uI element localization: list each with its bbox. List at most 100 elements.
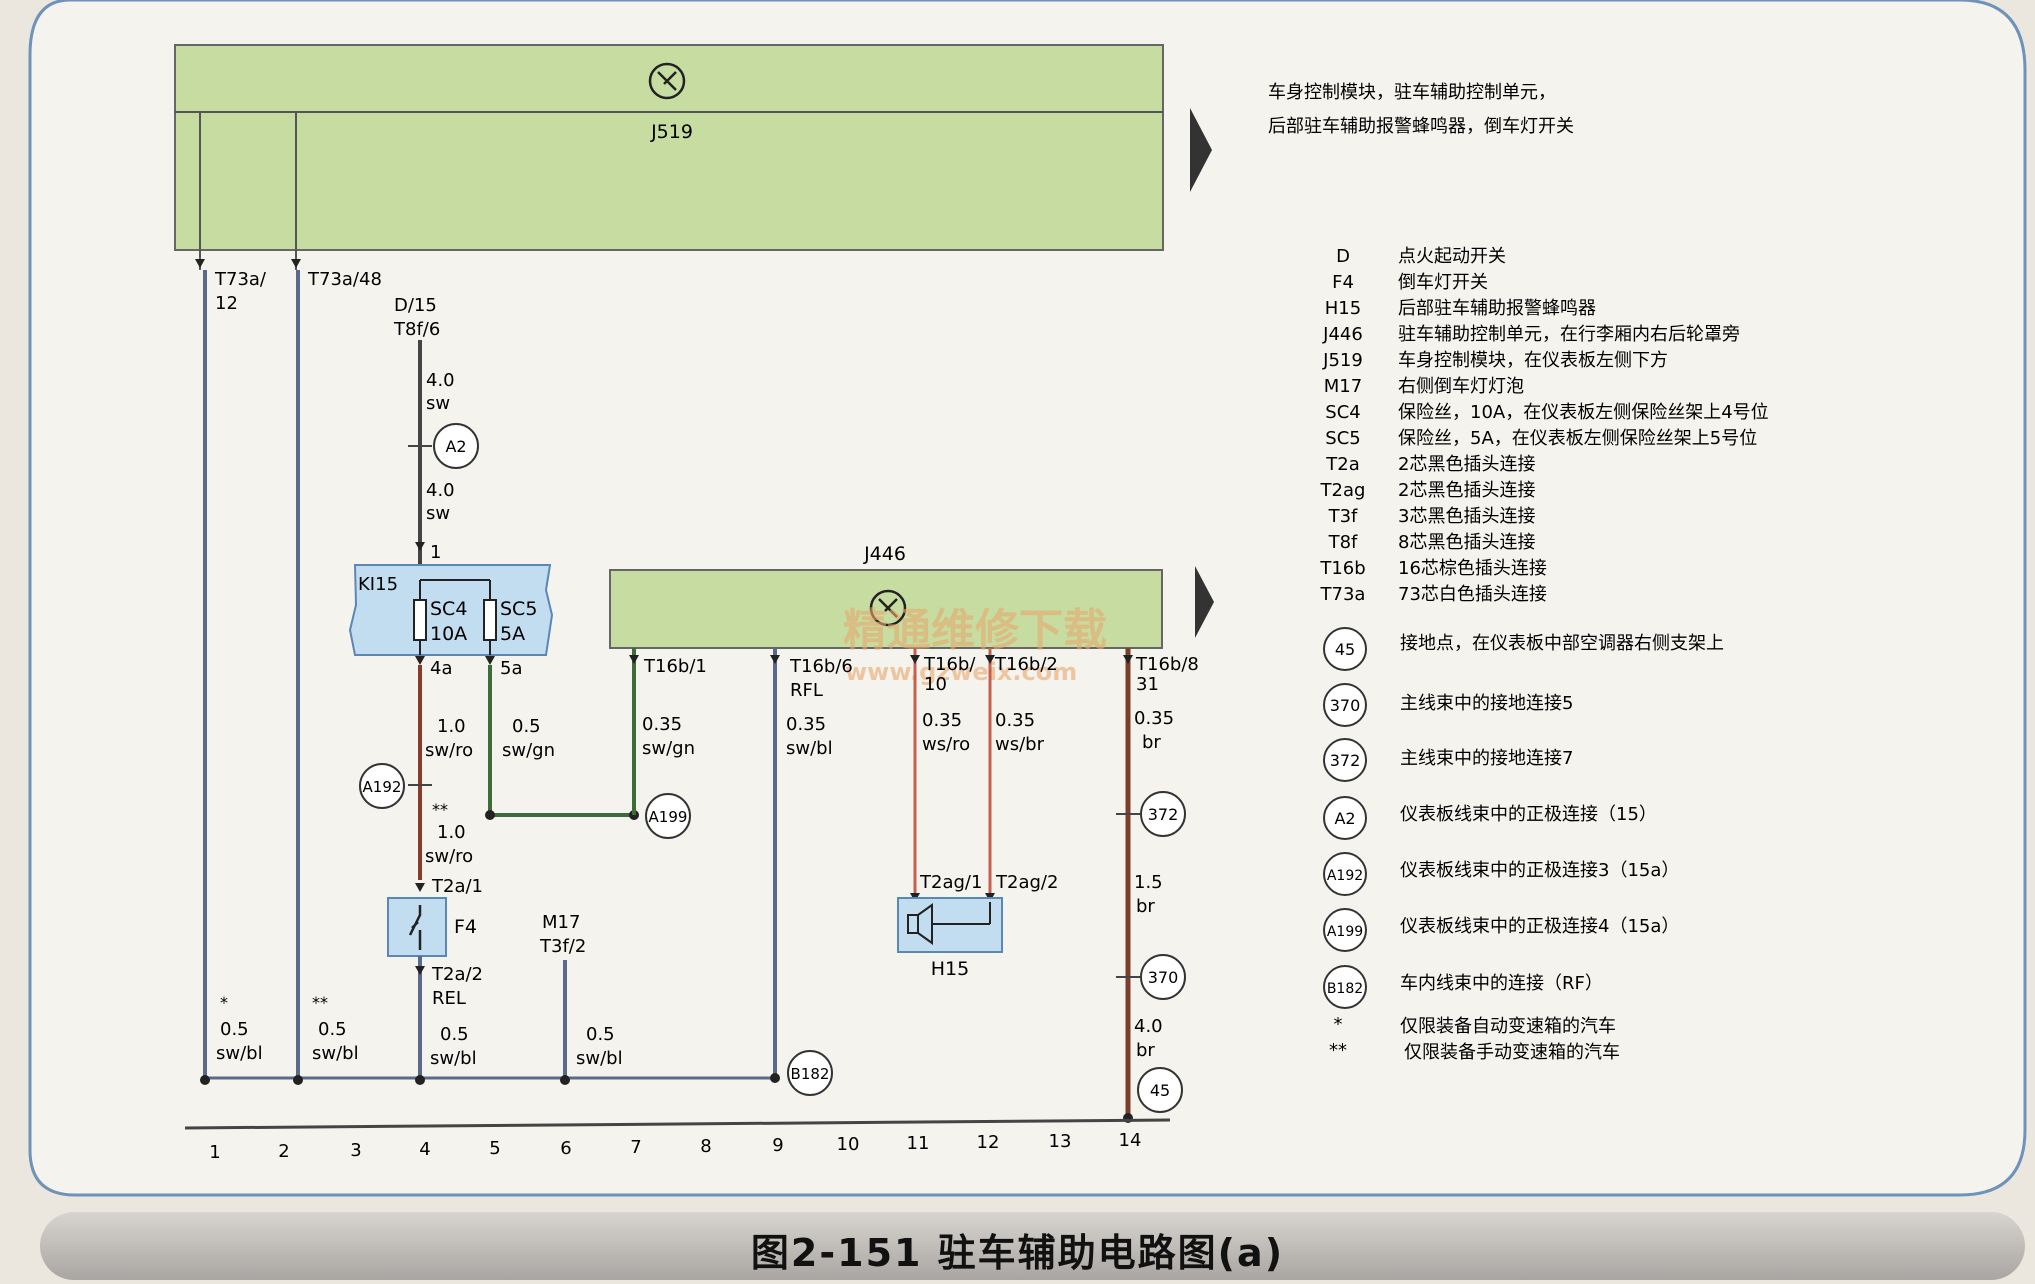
legend-mark: ** (1329, 1040, 1347, 1061)
legend-desc: 仪表板线束中的正极连接3（15a） (1400, 860, 1679, 881)
svg-text:10A: 10A (430, 623, 467, 645)
legend-desc: 右侧倒车灯灯泡 (1398, 376, 1524, 397)
fuse-sc4 (413, 599, 427, 641)
pin-t2a1: T2a/1 (431, 876, 483, 897)
legend-desc: 后部驻车辅助报警蜂鸣器 (1398, 298, 1596, 319)
legend-desc: 保险丝，5A，在仪表板左侧保险丝架上5号位 (1398, 428, 1757, 449)
svg-text:5A: 5A (500, 623, 525, 645)
j519-module: J519 (174, 44, 1164, 251)
ruler-number: 4 (419, 1139, 430, 1160)
ruler-number: 12 (977, 1132, 1000, 1153)
ruler-number: 8 (700, 1136, 711, 1157)
connector-a199: A199 (645, 793, 691, 839)
continue-arrow-icon (1190, 108, 1212, 192)
manual-trans-mark: ** (312, 993, 328, 1012)
h15-label: H15 (931, 958, 969, 980)
legend-mark: * (1334, 1014, 1343, 1035)
f4-label: F4 (454, 916, 477, 938)
pin-t16b1: T16b/1 (643, 656, 707, 677)
legend-code: T8f (1328, 532, 1358, 553)
connector-a2: A2 (433, 423, 479, 469)
legend-code: D (1336, 246, 1350, 267)
ruler-number: 9 (772, 1135, 783, 1156)
ruler-number: 11 (907, 1133, 930, 1154)
legend-desc: 16芯棕色插头连接 (1398, 558, 1547, 579)
switch-icon (408, 905, 422, 950)
ground-point-45: 45 (1137, 1067, 1183, 1113)
svg-text:370: 370 (1148, 968, 1179, 987)
connector-370: 370 (1140, 954, 1186, 1000)
svg-text:SC4: SC4 (430, 598, 467, 620)
legend-code: H15 (1325, 298, 1361, 319)
j446-label: J446 (863, 543, 906, 565)
svg-text:A192: A192 (1327, 868, 1363, 884)
pin-t2ag2: T2ag/2 (995, 872, 1058, 893)
legend-desc: 2芯黑色插头连接 (1398, 454, 1535, 475)
legend-desc: 仪表板线束中的正极连接（15） (1400, 804, 1657, 825)
fuse-box-label: KI15 (358, 574, 398, 595)
f4-switch: F4 (387, 897, 477, 957)
ruler-number: 2 (278, 1141, 289, 1162)
svg-text:45: 45 (1335, 640, 1355, 659)
legend-code: T16b (1319, 558, 1365, 579)
legend-desc: 车内线束中的连接（RF） (1400, 973, 1603, 994)
watermark-cn: 精通维修下载 (843, 605, 1107, 656)
svg-text:370: 370 (1330, 696, 1361, 715)
svg-text:372: 372 (1148, 805, 1179, 824)
legend: D 点火起动开关 F4 倒车灯开关 H15 后部驻车辅助报警蜂鸣器 J446 驻… (1319, 246, 1768, 605)
figure-caption: 图2-151 驻车辅助电路图(a) (750, 1231, 1285, 1275)
caption-bar (40, 1212, 2025, 1280)
j519-label: J519 (650, 121, 693, 143)
ruler-number: 13 (1049, 1131, 1072, 1152)
legend-desc: 倒车灯开关 (1398, 272, 1488, 293)
ruler-number: 10 (837, 1134, 860, 1155)
svg-text:A192: A192 (363, 778, 402, 796)
legend-desc: 主线束中的接地连接7 (1400, 748, 1573, 769)
pin-1: 1 (430, 542, 441, 563)
legend-desc: 点火起动开关 (1398, 246, 1506, 267)
connector-a192: A192 (359, 763, 405, 809)
ground-electronic-icon (648, 62, 686, 100)
legend-desc: 仅限装备自动变速箱的汽车 (1400, 1016, 1616, 1037)
legend-desc: 主线束中的接地连接5 (1400, 693, 1573, 714)
legend-code: M17 (1324, 376, 1362, 397)
legend-desc: 接地点，在仪表板中部空调器右侧支架上 (1400, 633, 1724, 654)
legend-code: T2ag (1320, 480, 1366, 501)
ruler-number: 6 (560, 1138, 571, 1159)
svg-text:A199: A199 (649, 808, 688, 826)
ruler-number: 1 (209, 1142, 220, 1163)
header-note-line-1: 车身控制模块，驻车辅助控制单元， (1268, 82, 1556, 103)
ruler-number: 3 (350, 1140, 361, 1161)
pin-t16b2: T16b/2 (994, 654, 1058, 675)
connector-b182: B182 (787, 1050, 833, 1096)
legend-desc: 8芯黑色插头连接 (1398, 532, 1535, 553)
legend-code: T3f (1328, 506, 1358, 527)
fuse-box-ki15: KI15 SC4 10A SC5 5A (348, 564, 554, 656)
connector-372: 372 (1140, 791, 1186, 837)
svg-text:B182: B182 (1327, 981, 1363, 997)
legend-desc: 仅限装备手动变速箱的汽车 (1404, 1042, 1620, 1063)
legend-desc: 驻车辅助控制单元，在行李厢内右后轮罩旁 (1398, 324, 1740, 345)
wires-j519 (195, 112, 301, 1080)
header-note-line-2: 后部驻车辅助报警蜂鸣器，倒车灯开关 (1268, 116, 1574, 137)
manual-trans-mark: ** (432, 800, 448, 819)
legend-code: J519 (1322, 350, 1363, 371)
legend-code: J446 (1322, 324, 1363, 345)
auto-trans-mark: * (220, 993, 228, 1012)
pin-5a: 5a (500, 658, 522, 679)
